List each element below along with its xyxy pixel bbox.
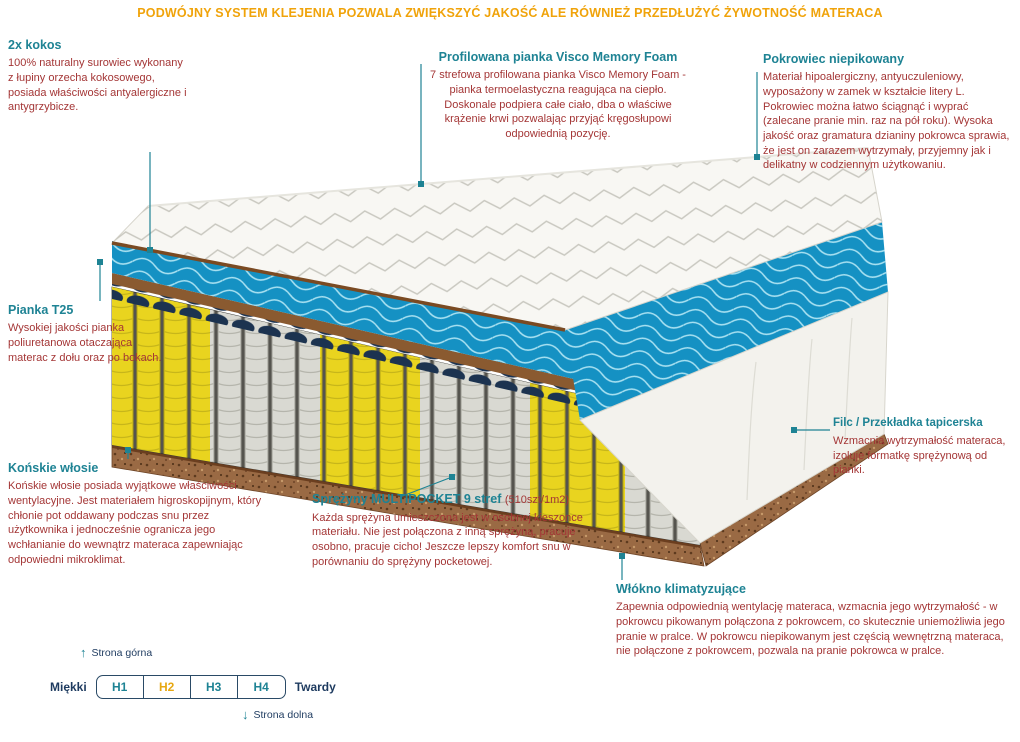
hardness-level-h3: H3 bbox=[191, 676, 238, 698]
annotation-sprezyny-title: Sprężyny MULTIPOCKET 9 stref (510szt/1m2… bbox=[312, 492, 604, 507]
hardness-scale-row: Miękki H1 H2 H3 H4 Twardy bbox=[50, 675, 370, 699]
annotation-konskie-wlosie-title: Końskie włosie bbox=[8, 461, 99, 475]
connector-wlosie bbox=[125, 447, 131, 459]
connector-sprezyny bbox=[399, 474, 455, 498]
connector-pianka bbox=[97, 259, 103, 301]
hardness-level-h4: H4 bbox=[253, 680, 269, 694]
annotation-sprezyny-body: Każda sprężyna umieszczona jest w osobne… bbox=[312, 511, 583, 568]
hardness-scale-top-label: Strona górna bbox=[91, 646, 153, 659]
annotation-kokos: 2x kokos 100% naturalny surowiec wykonan… bbox=[8, 38, 188, 115]
mattress-felt-layer bbox=[112, 273, 700, 419]
annotation-filc: Filc / Przekładka tapicerska Wzmacnia wy… bbox=[833, 417, 1015, 478]
annotation-filc-body: Wzmacnia wytrzymałość materaca, izoluje … bbox=[833, 435, 1006, 477]
annotation-konskie-wlosie: Końskie włosie Końskie włosie posiada wy… bbox=[8, 461, 266, 567]
annotation-wlokno: Włókno klimatyzujące Zapewnia odpowiedni… bbox=[616, 582, 1014, 659]
connector-pokrowiec bbox=[754, 72, 760, 160]
annotation-wlokno-title: Włókno klimatyzujące bbox=[616, 582, 746, 596]
annotation-pianka-t25: Pianka T25 Wysokiej jakości pianka poliu… bbox=[8, 303, 163, 365]
hardness-levels-box: H1 H2 H3 H4 bbox=[95, 675, 286, 699]
annotation-visco-body: 7 strefowa profilowana pianka Visco Memo… bbox=[430, 69, 686, 140]
annotation-sprezyny-title-suffix: (510szt/1m2) bbox=[504, 494, 570, 506]
annotation-kokos-body: 100% naturalny surowiec wykonany z łupin… bbox=[8, 57, 187, 114]
hardness-scale-bottom-label-row: ↓ Strona dolna bbox=[242, 708, 370, 721]
hardness-soft-label: Miękki bbox=[50, 680, 87, 694]
annotation-filc-title: Filc / Przekładka tapicerska bbox=[833, 417, 983, 429]
hardness-hard-label: Twardy bbox=[294, 680, 336, 694]
hardness-scale-top-label-row: ↑ Strona górna bbox=[80, 646, 370, 659]
connector-wlokno bbox=[619, 553, 625, 580]
connector-kokos bbox=[147, 152, 153, 253]
hardness-scale: ↑ Strona górna Miękki H1 H2 H3 H4 Twardy… bbox=[50, 646, 370, 721]
annotation-visco: Profilowana pianka Visco Memory Foam 7 s… bbox=[428, 50, 688, 142]
mattress-spring-caps bbox=[112, 283, 700, 434]
annotation-pianka-t25-title: Pianka T25 bbox=[8, 303, 74, 317]
annotation-connectors bbox=[97, 64, 830, 580]
hardness-scale-bottom-label: Strona dolna bbox=[253, 708, 314, 721]
connector-filc bbox=[791, 427, 830, 433]
annotation-pokrowiec: Pokrowiec niepikowany Materiał hipoalerg… bbox=[763, 52, 1010, 173]
mattress bbox=[110, 147, 889, 567]
annotation-pokrowiec-title: Pokrowiec niepikowany bbox=[763, 52, 905, 66]
annotation-pianka-t25-body: Wysokiej jakości pianka poliuretanowa ot… bbox=[8, 322, 162, 364]
annotation-sprezyny: Sprężyny MULTIPOCKET 9 stref (510szt/1m2… bbox=[312, 492, 604, 569]
annotation-pokrowiec-body: Materiał hipoalergiczny, antyuczuleniowy… bbox=[763, 71, 1010, 172]
hardness-level-h1: H1 bbox=[97, 676, 144, 698]
kokos-layer-edge bbox=[111, 241, 566, 332]
mattress-top-edge bbox=[147, 147, 869, 207]
annotation-konskie-wlosie-body: Końskie włosie posiada wyjątkowe właściw… bbox=[8, 480, 262, 566]
annotation-wlokno-body: Zapewnia odpowiednią wentylację materaca… bbox=[616, 601, 1005, 658]
annotation-visco-title: Profilowana pianka Visco Memory Foam bbox=[438, 50, 678, 64]
hardness-level-h2: H2 bbox=[144, 676, 191, 698]
connector-visco bbox=[418, 64, 424, 187]
arrow-up-icon: ↑ bbox=[80, 645, 87, 660]
arrow-down-icon: ↓ bbox=[242, 707, 249, 722]
banner-text: PODWÓJNY SYSTEM KLEJENIA POZWALA ZWIĘKSZ… bbox=[137, 6, 883, 20]
annotation-sprezyny-title-main: Sprężyny MULTIPOCKET 9 stref bbox=[312, 492, 502, 506]
cover-drape-folds bbox=[746, 317, 853, 501]
annotation-kokos-title: 2x kokos bbox=[8, 38, 62, 52]
